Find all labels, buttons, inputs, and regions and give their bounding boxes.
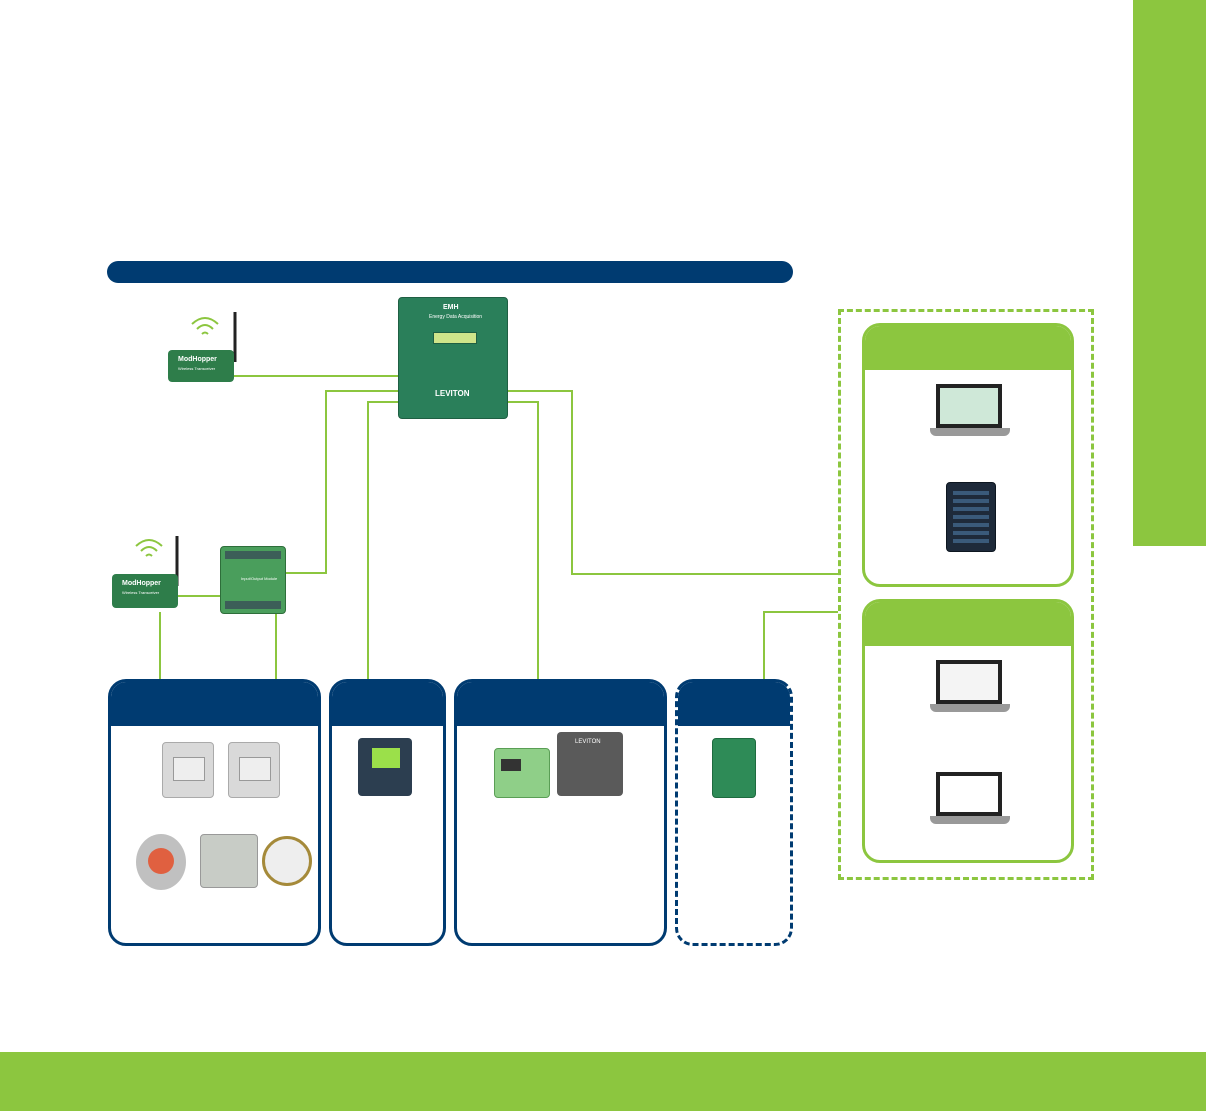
modhopper-bottom: ModHopper Wireless Transceiver xyxy=(112,574,178,608)
modhopper-top-sublabel: Wireless Transceiver xyxy=(178,366,216,371)
panel-controllers xyxy=(454,679,667,946)
io-terminal-top xyxy=(225,551,281,559)
pressure-gauge xyxy=(262,836,312,886)
controller-module xyxy=(494,748,550,798)
water-meter-face xyxy=(148,848,174,874)
modhopper-bottom-label: ModHopper xyxy=(122,580,161,587)
laptop-screen-content xyxy=(940,388,998,424)
footer-bar xyxy=(0,1052,1206,1111)
laptop-icon-3 xyxy=(930,772,1010,828)
laptop-3-screen-content xyxy=(940,776,998,812)
emh-device: EMH Energy Data Acquisition LEVITON xyxy=(398,297,508,419)
emh-model: EMH xyxy=(443,304,459,311)
laptop-icon xyxy=(930,384,1010,440)
wire-io-module xyxy=(284,390,398,574)
modhopper-top: ModHopper Wireless Transceiver xyxy=(168,350,234,382)
laptop-2-screen-content xyxy=(940,664,998,700)
io-module-label: Input/Output Module xyxy=(241,576,278,581)
gateway-device xyxy=(712,738,756,798)
electric-meter-2 xyxy=(228,742,280,798)
laptop-3-base xyxy=(930,816,1010,824)
laptop-2-screen xyxy=(936,660,1002,704)
laptop-icon-2 xyxy=(930,660,1010,716)
io-terminal-bottom xyxy=(225,601,281,609)
wire-panel-3 xyxy=(506,401,539,680)
cloud-panel-top-header xyxy=(865,326,1071,370)
laptop-screen xyxy=(936,384,1002,428)
diagram-header-bar xyxy=(107,261,793,283)
meter-2-dial xyxy=(239,757,271,781)
leviton-meter-panel: LEVITON xyxy=(557,732,623,796)
wifi-icon xyxy=(191,317,219,335)
emh-brand: LEVITON xyxy=(435,389,470,398)
controller-display xyxy=(501,759,521,771)
panel-gateway-header xyxy=(678,682,790,726)
cloud-services-frame xyxy=(838,309,1094,880)
panel-controllers-header xyxy=(457,682,664,726)
laptop-2-base xyxy=(930,704,1010,712)
cloud-panel-bottom-header xyxy=(865,602,1071,646)
panel-meters xyxy=(108,679,321,946)
wire-panel-2 xyxy=(367,401,398,680)
laptop-base xyxy=(930,428,1010,436)
panel-submeter-header xyxy=(332,682,443,726)
emh-display xyxy=(433,332,477,344)
modhopper-bottom-sublabel: Wireless Transceiver xyxy=(122,590,160,595)
submeter-screen xyxy=(372,748,400,768)
wire-cloud xyxy=(506,390,838,575)
side-tab-bar xyxy=(1133,0,1206,546)
panel-submeter xyxy=(329,679,446,946)
panel-gateway xyxy=(675,679,793,946)
wifi-icon-2 xyxy=(135,539,163,557)
wire-panel-4 xyxy=(763,611,838,680)
leviton-meter-brand: LEVITON xyxy=(575,739,601,745)
io-module-device: Input/Output Module xyxy=(220,546,286,614)
electric-meter-1 xyxy=(162,742,214,798)
modhopper-top-label: ModHopper xyxy=(178,356,217,363)
gas-meter xyxy=(200,834,258,888)
server-rack-units xyxy=(953,491,989,543)
laptop-3-screen xyxy=(936,772,1002,816)
meter-1-dial xyxy=(173,757,205,781)
emh-subtitle: Energy Data Acquisition xyxy=(429,314,483,320)
antenna-icon xyxy=(233,312,237,362)
submeter-device xyxy=(358,738,412,796)
panel-meters-header xyxy=(111,682,318,726)
server-rack-icon xyxy=(946,482,996,552)
water-meter xyxy=(136,834,186,890)
